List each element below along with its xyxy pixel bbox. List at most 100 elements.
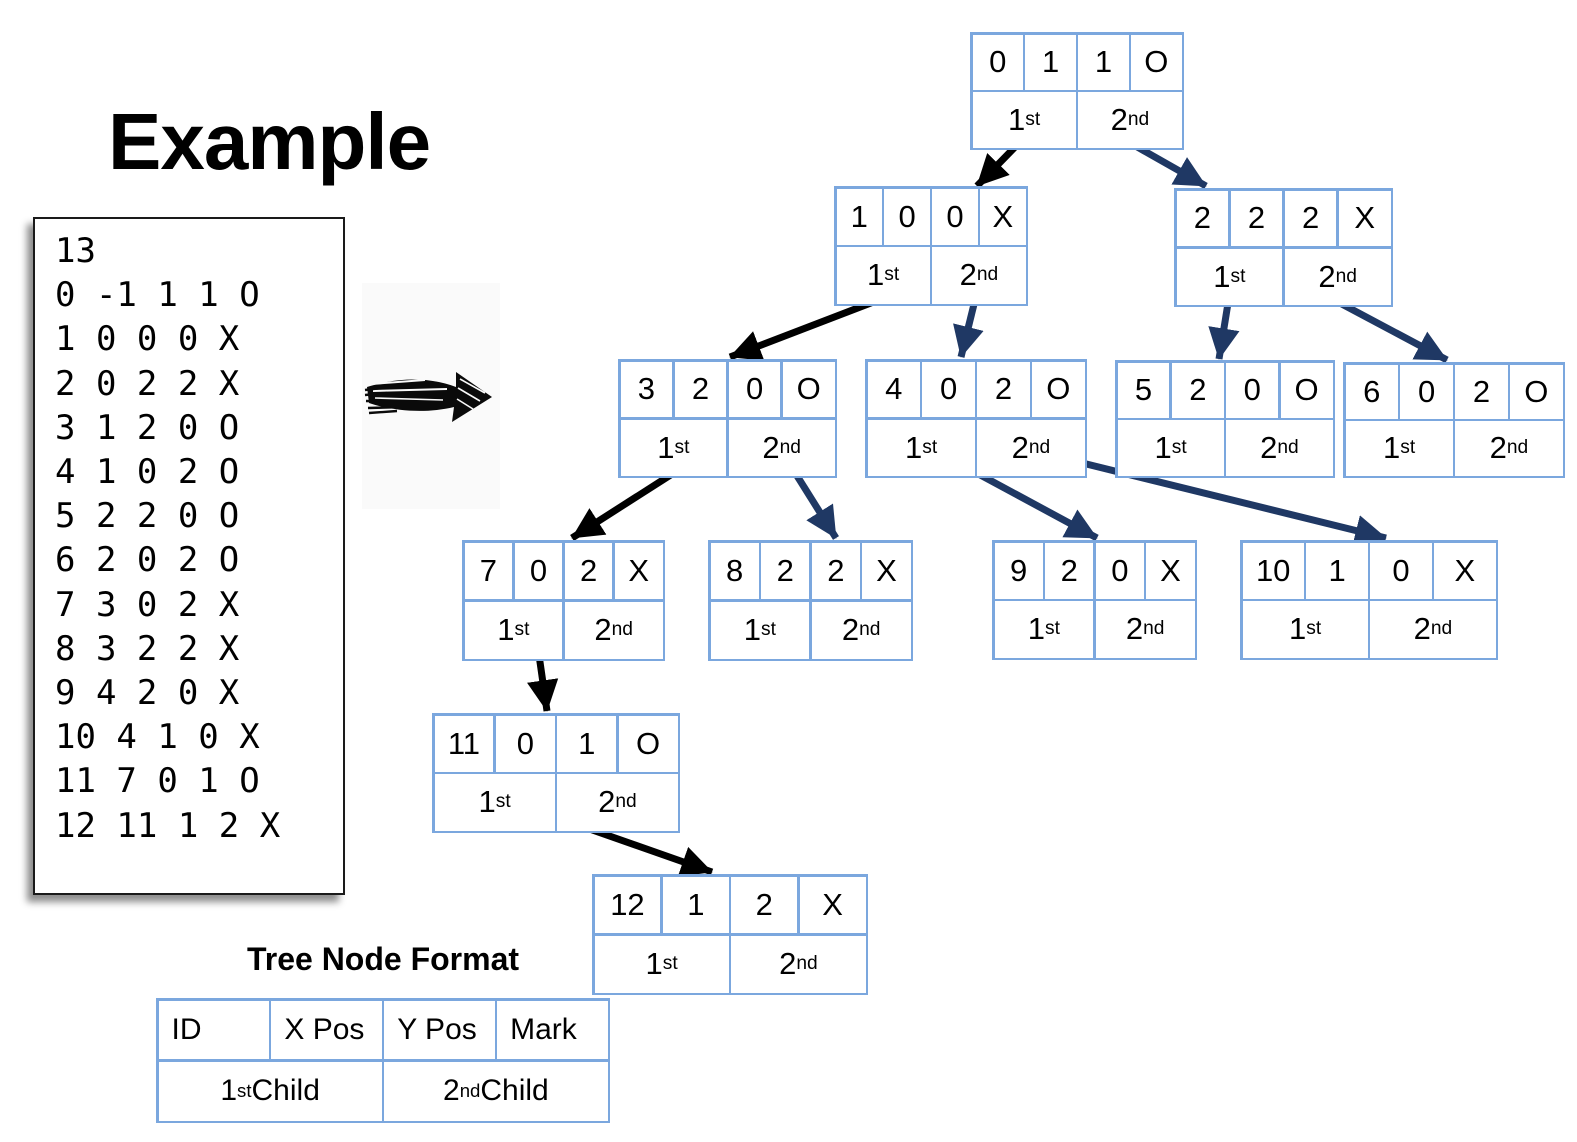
legend-col-xpos: X Pos (271, 1000, 382, 1060)
data-line: 12 11 1 2 X (55, 805, 281, 846)
data-line: 8 3 2 2 X (55, 628, 240, 669)
node-id-cell: 1 (836, 188, 882, 245)
node-mark-cell: X (1338, 190, 1391, 247)
node-xpos-cell: 2 (1230, 190, 1283, 247)
transform-arrow-icon (364, 372, 492, 422)
data-line: 7 3 0 2 X (55, 584, 240, 625)
node-xpos-cell: 1 (1306, 542, 1368, 599)
node-mark-cell: X (980, 188, 1026, 245)
node-ypos-cell: 2 (1284, 190, 1337, 247)
data-line: 4 1 0 2 O (55, 452, 240, 493)
node-xpos-cell: 0 (1400, 364, 1453, 419)
node-xpos-cell: 1 (662, 876, 729, 934)
node-xpos-cell: 2 (761, 542, 810, 600)
data-line: 11 7 0 1 O (55, 761, 260, 802)
legend-col-id: ID (158, 1000, 269, 1060)
node-mark-cell: X (614, 542, 663, 600)
node-xpos-cell: 0 (922, 361, 975, 418)
node-mark-cell: X (1434, 542, 1496, 599)
node-id-cell: 0 (972, 34, 1023, 90)
node-mark-cell: O (618, 715, 678, 772)
node-id-cell: 12 (594, 876, 661, 934)
node-ypos-cell: 2 (811, 542, 860, 600)
node-mark-cell: O (782, 361, 835, 418)
node-ypos-cell: 1 (557, 715, 617, 772)
node-mark-cell: X (1146, 542, 1195, 599)
data-line: 3 1 2 0 O (55, 407, 240, 448)
data-line: 9 4 2 0 X (55, 673, 240, 714)
node-ypos-cell: 0 (728, 361, 781, 418)
node-xpos-cell: 0 (495, 715, 555, 772)
data-line: 0 -1 1 1 O (55, 275, 260, 316)
node-id-cell: 7 (464, 542, 513, 600)
node-id-cell: 9 (994, 542, 1043, 599)
legend-col-mark: Mark (497, 1000, 608, 1060)
node-ypos-cell: 0 (1095, 542, 1144, 599)
data-line: 1 0 0 0 X (55, 319, 240, 360)
node-id-cell: 5 (1117, 362, 1170, 418)
node-mark-cell: O (1510, 364, 1563, 419)
node-xpos-cell: 1 (1025, 34, 1076, 90)
data-line: 6 2 0 2 O (55, 540, 240, 581)
node-ypos-cell: 2 (564, 542, 613, 600)
node-mark-cell: O (1032, 361, 1085, 418)
node-xpos-cell: 2 (1045, 542, 1094, 599)
node-mark-cell: X (799, 876, 866, 934)
legend-col-ypos: Y Pos (384, 1000, 495, 1060)
node-id-cell: 4 (867, 361, 920, 418)
node-xpos-cell: 0 (514, 542, 563, 600)
node-xpos-cell: 0 (884, 188, 930, 245)
legend-heading: Tree Node Format (246, 941, 520, 977)
node-ypos-cell: 0 (1370, 542, 1432, 599)
tree-edge-0-second (1130, 140, 1208, 190)
node-ypos-cell: 1 (1078, 34, 1129, 90)
data-line: 5 2 2 0 O (55, 496, 240, 537)
node-ypos-cell: 0 (932, 188, 978, 245)
page-title: Example (108, 97, 431, 186)
node-mark-cell: X (862, 542, 911, 600)
data-line: 13 (55, 231, 96, 271)
node-id-cell: 2 (1176, 190, 1229, 247)
node-ypos-cell: 2 (731, 876, 798, 934)
node-ypos-cell: 0 (1226, 362, 1279, 418)
node-mark-cell: O (1280, 362, 1333, 418)
